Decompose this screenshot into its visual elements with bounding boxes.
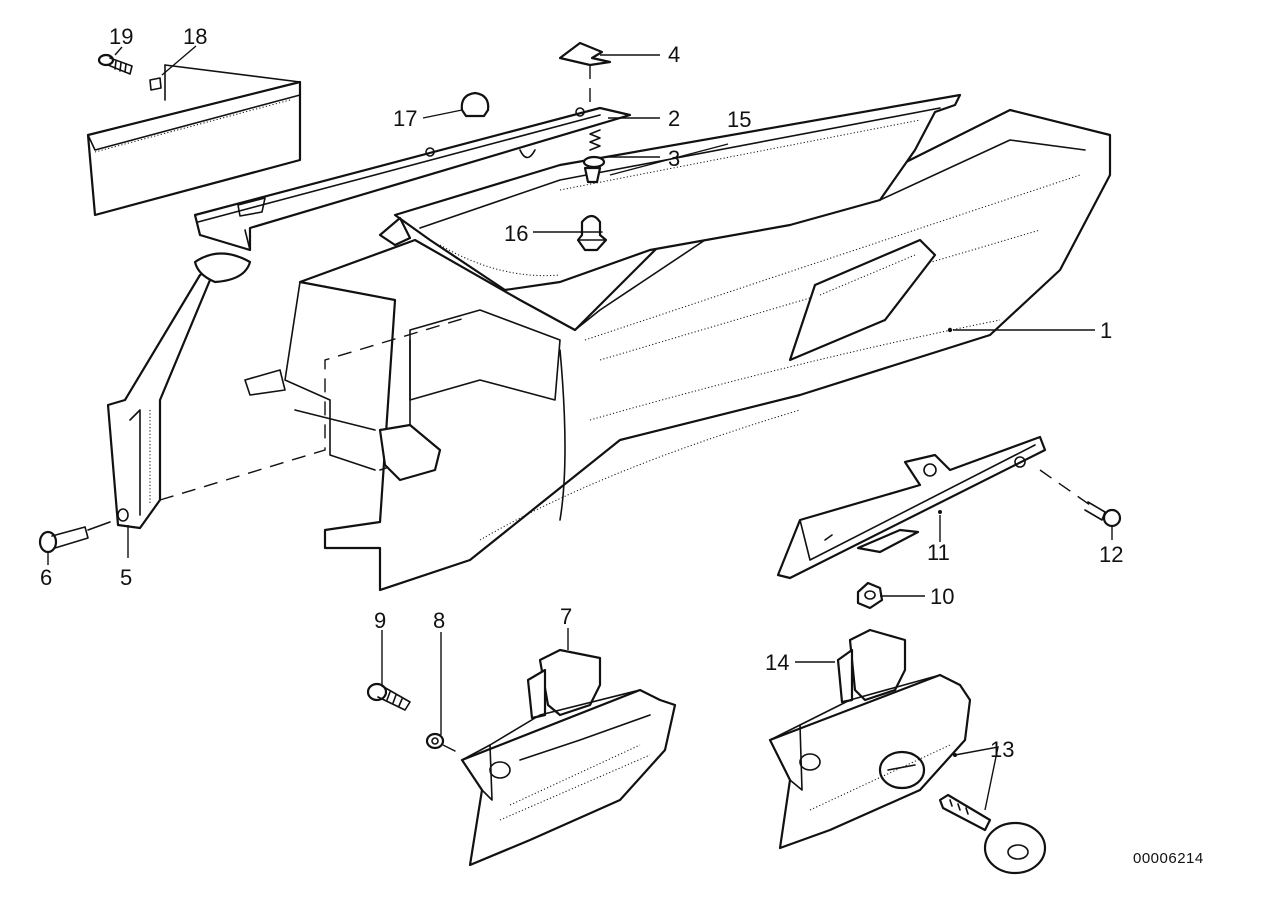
screw-icon	[1084, 501, 1122, 528]
callout-12: 12	[1099, 542, 1123, 567]
callout-18: 18	[183, 24, 207, 49]
pin-icon	[38, 521, 111, 554]
callout-4: 4	[668, 42, 680, 67]
lockable-handle	[768, 628, 972, 850]
spring-icon	[582, 129, 606, 184]
callout-10: 10	[930, 584, 954, 609]
support-strut	[106, 252, 466, 530]
washer-icon	[425, 732, 464, 756]
nut-icon	[856, 581, 884, 610]
glovebox-handle	[460, 648, 677, 867]
upper-tray	[378, 93, 962, 292]
glovebox-shell	[244, 108, 1112, 592]
callout-11: 11	[927, 540, 950, 565]
callout-numbers: 1 2 3 4 5 6 7 8 9 10 11 12 13 14 15 16 1…	[40, 24, 1204, 867]
callout-19: 19	[109, 24, 133, 49]
side-cover-panel	[86, 64, 302, 217]
callout-13: 13	[990, 737, 1014, 762]
callout-3: 3	[668, 146, 680, 171]
callout-6: 6	[40, 565, 52, 590]
rivet-icon	[576, 214, 608, 252]
callout-17: 17	[393, 106, 417, 131]
callout-15: 15	[727, 107, 751, 132]
screw-icon	[97, 53, 133, 75]
callout-2: 2	[668, 106, 680, 131]
key-icon	[938, 793, 1047, 875]
clip-nut-icon	[558, 41, 612, 110]
mounting-rail	[193, 106, 632, 252]
screw-icon	[366, 682, 411, 711]
callout-16: 16	[504, 221, 528, 246]
callout-7: 7	[560, 604, 572, 629]
callout-1: 1	[1100, 318, 1112, 343]
callout-8: 8	[433, 608, 445, 633]
callout-14: 14	[765, 650, 789, 675]
diagram-reference-number: 00006214	[1133, 850, 1204, 867]
callout-9: 9	[374, 608, 386, 633]
callout-5: 5	[120, 565, 132, 590]
lock-plate	[776, 435, 1091, 580]
cap-nut-icon	[460, 91, 490, 118]
leader-lines	[47, 45, 1113, 811]
